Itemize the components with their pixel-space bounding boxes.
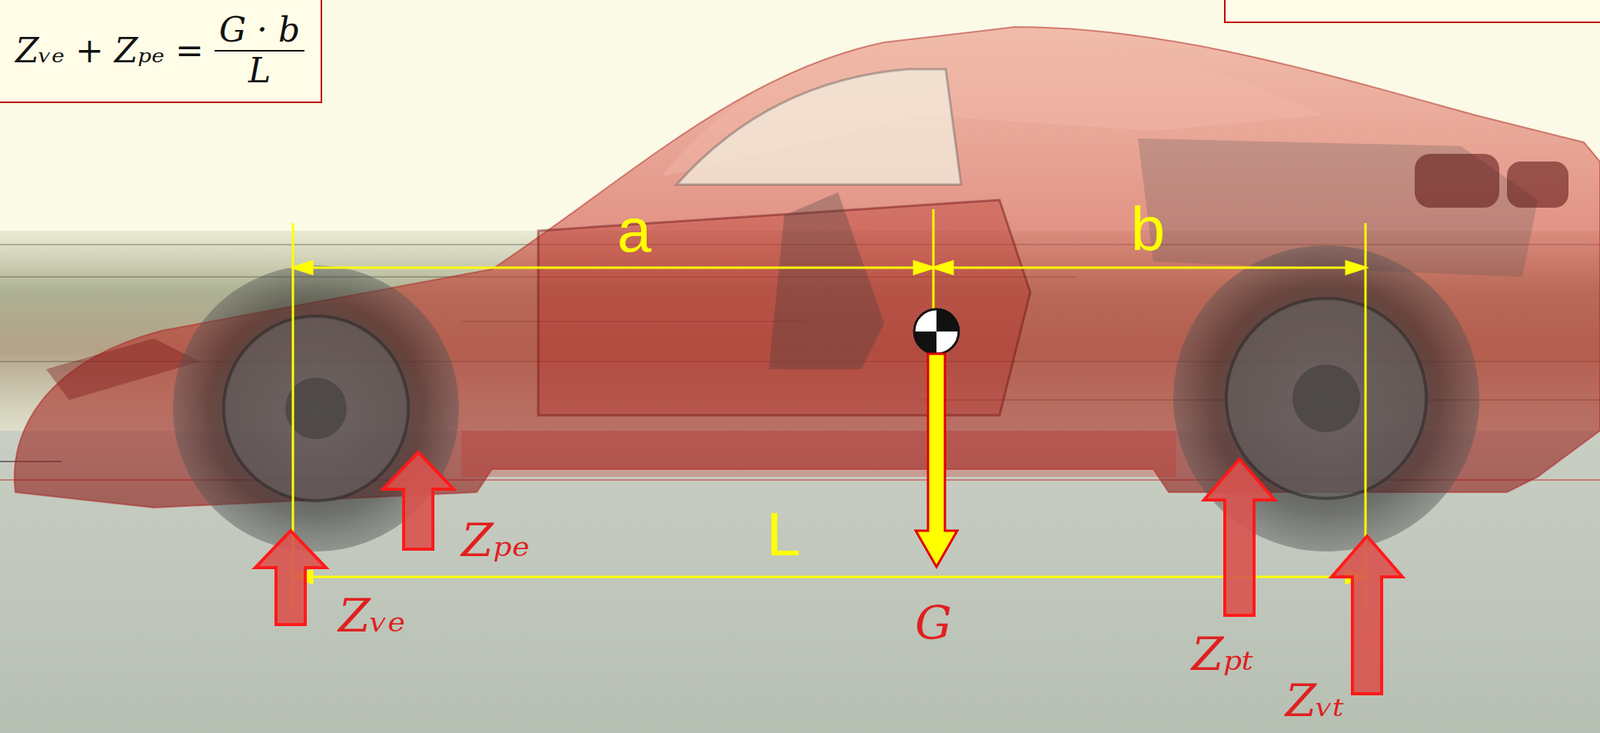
force-arrow-zve [255, 530, 326, 625]
force-arrow-zpe [382, 452, 454, 549]
fraction-numerator: G · b [214, 10, 305, 52]
force-label: Zᵥₜ [1285, 676, 1344, 726]
dimension-label: a [617, 196, 652, 265]
force-label: G [914, 597, 952, 649]
formula-box [1224, 0, 1600, 23]
dimension-lines [292, 209, 1366, 613]
rear-wheel [1173, 245, 1480, 552]
force-label: Zₚₑ [461, 514, 530, 566]
formula-text: Zᵥₑ + Zₚₑ = [15, 31, 204, 71]
car-sill [461, 430, 1177, 477]
front-wheel [172, 265, 460, 552]
dimension-label: b [1130, 195, 1166, 263]
tail-light [1414, 153, 1569, 208]
car-window [676, 69, 962, 185]
car-seat [768, 192, 885, 370]
force-arrow-zpt [1204, 459, 1275, 616]
weight-arrow [915, 353, 958, 567]
dimension-label: L [766, 500, 802, 569]
force-label: Zₚₜ [1191, 628, 1254, 679]
force-arrow-zvt [1331, 535, 1403, 694]
force-arrows [255, 452, 1403, 694]
fraction: G · bL [214, 10, 305, 90]
fraction-denominator: L [243, 51, 276, 91]
cg-symbol [914, 309, 959, 354]
formula-box: Zᵥₑ + Zₚₑ =G · bL [0, 0, 323, 104]
force-label: Zᵥₑ [338, 589, 406, 641]
